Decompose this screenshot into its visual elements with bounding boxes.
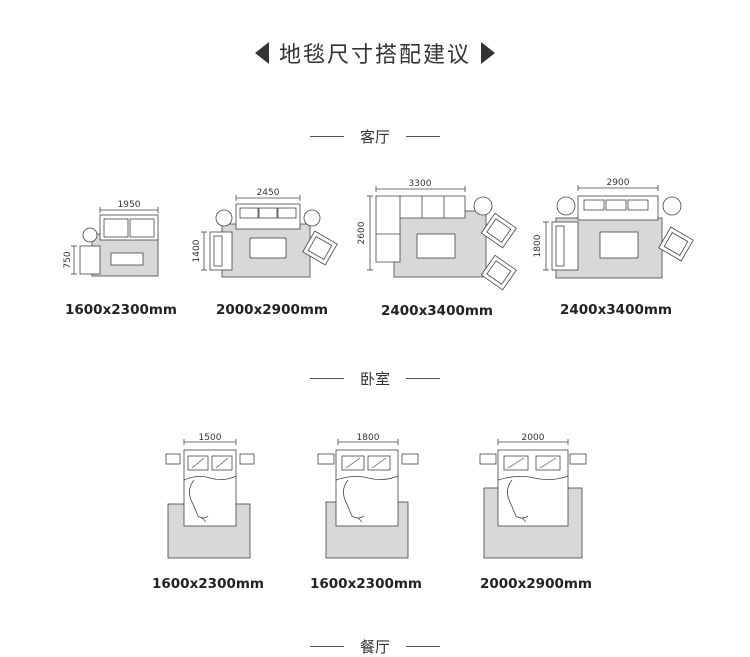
bedroom-layout-1: 1500	[158, 430, 258, 565]
divider-left	[309, 645, 344, 647]
bedroom-3-width-label: 2000	[522, 433, 545, 443]
living-layout-2: 2450 1400	[188, 184, 343, 279]
divider-right	[406, 377, 440, 379]
left-triangle-icon	[254, 42, 269, 64]
divider-right	[406, 135, 440, 137]
divider-right	[406, 645, 440, 647]
living-2-width-label: 2450	[257, 188, 280, 198]
section-dining-title: 餐厅	[359, 637, 390, 656]
living-1-height-label: 750	[63, 251, 73, 268]
divider-left	[309, 135, 344, 137]
living-3-height-label: 2600	[357, 221, 367, 244]
section-living-title: 客厅	[359, 127, 390, 146]
living-2-caption: 2000x2900mm	[216, 302, 328, 318]
living-4-caption: 2400x3400mm	[560, 302, 672, 318]
section-living-header: 客厅	[0, 126, 750, 146]
page-title-bar: 地毯尺寸搭配建议	[0, 36, 750, 70]
living-4-width-label: 2900	[607, 178, 630, 188]
page-title: 地毯尺寸搭配建议	[278, 43, 471, 68]
right-triangle-icon	[481, 42, 495, 64]
bedroom-2-width-label: 1800	[357, 433, 380, 443]
living-1-caption: 1600x2300mm	[65, 302, 177, 318]
living-layout-4: 2900 1800	[530, 176, 700, 286]
section-bedroom-header: 卧室	[0, 368, 750, 388]
bedroom-layout-3: 2000	[474, 430, 594, 565]
section-dining-header: 餐厅	[0, 636, 750, 656]
living-1-width-label: 1950	[118, 200, 141, 210]
bedroom-layout-2: 1800	[312, 430, 422, 565]
living-layout-1: 1950 750	[60, 196, 170, 281]
living-3-width-label: 3300	[409, 179, 432, 189]
section-bedroom-title: 卧室	[359, 369, 390, 388]
living-2-height-label: 1400	[192, 239, 202, 262]
bedroom-1-width-label: 1500	[199, 433, 222, 443]
bedroom-2-caption: 1600x2300mm	[310, 576, 422, 592]
bedroom-1-caption: 1600x2300mm	[152, 576, 264, 592]
divider-left	[309, 377, 344, 379]
living-layout-3: 3300 2600	[352, 176, 522, 291]
living-3-caption: 2400x3400mm	[381, 303, 493, 319]
living-4-height-label: 1800	[533, 234, 543, 257]
bedroom-3-caption: 2000x2900mm	[480, 576, 592, 592]
